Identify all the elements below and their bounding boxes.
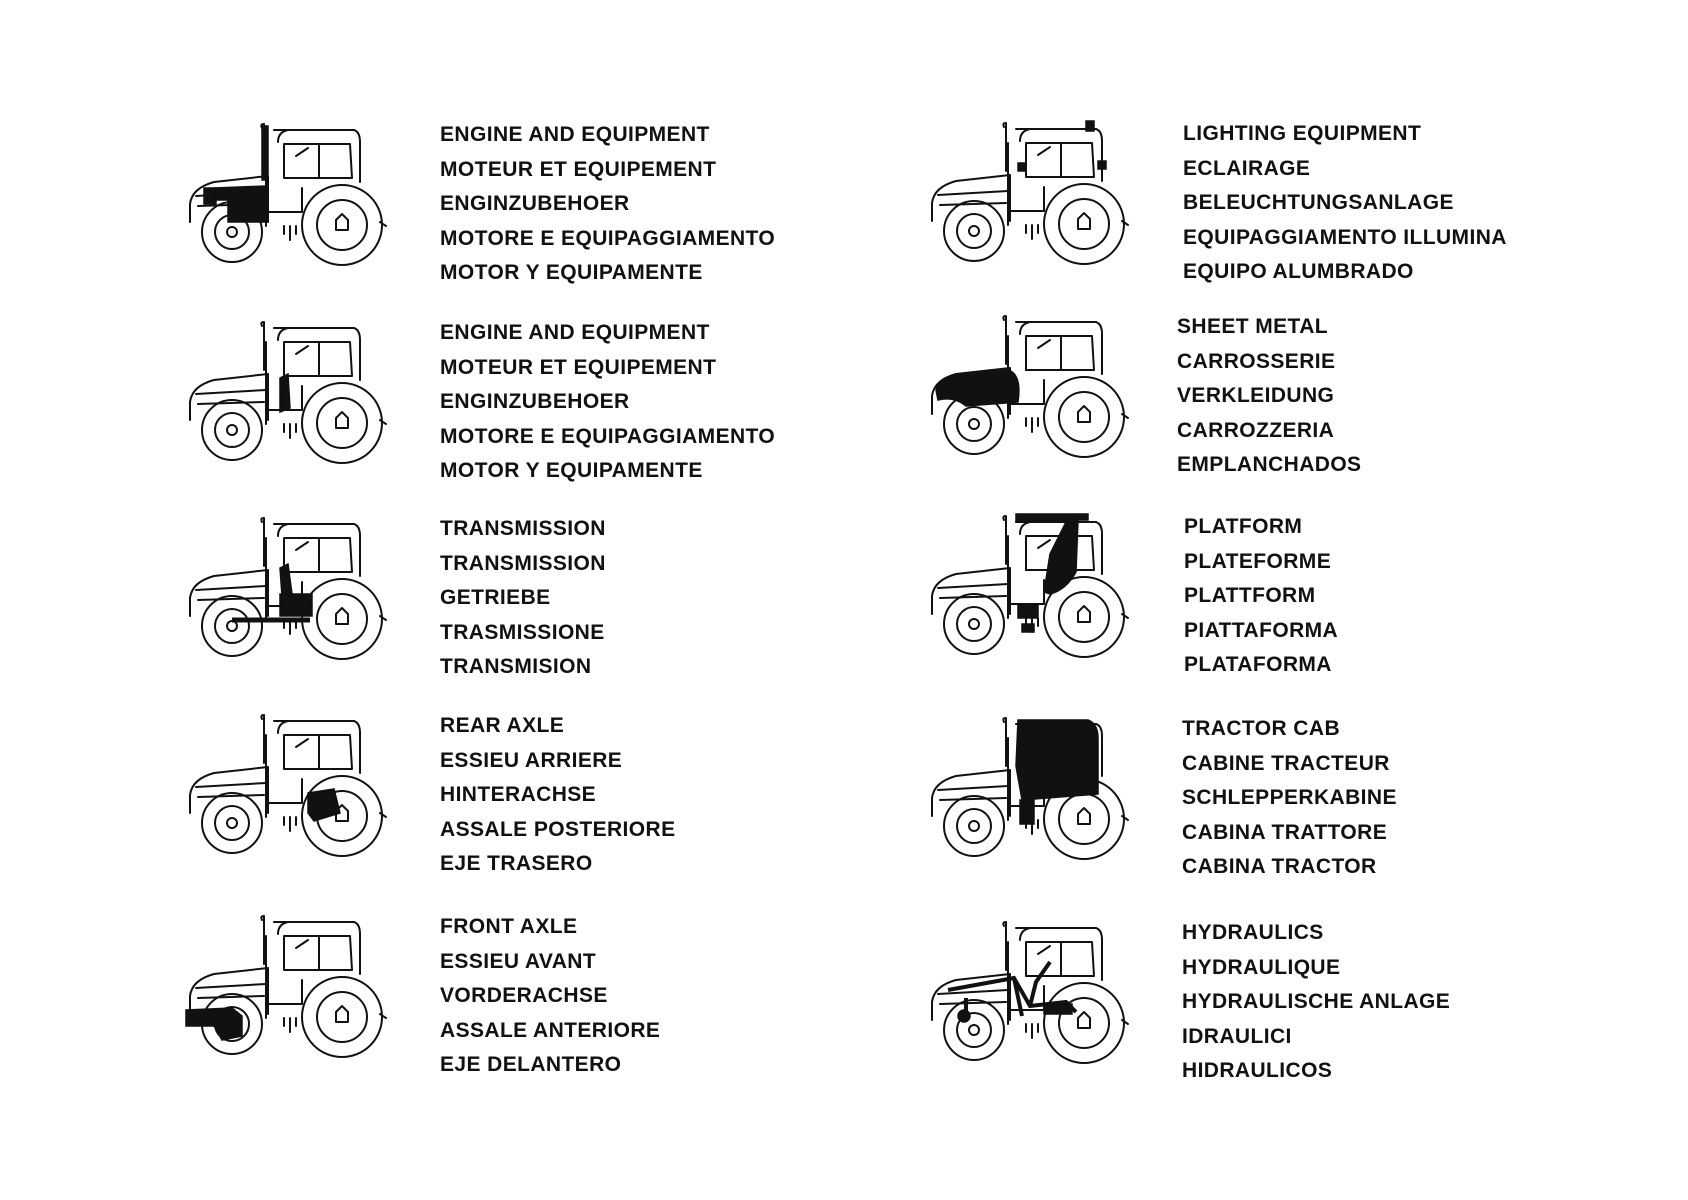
tractor-sheet-metal-icon [922,310,1142,460]
tractor-engine-icon [180,118,400,268]
label-en: TRANSMISSION [440,517,606,540]
label-it: ASSALE POSTERIORE [440,817,676,841]
label-en: HYDRAULICS [1182,921,1324,944]
label-fr: ESSIEU AVANT [440,949,597,973]
label-list: ENGINE AND EQUIPMENT MOTEUR ET EQUIPEMEN… [440,118,775,291]
label-it: EQUIPAGGIAMENTO ILLUMINA [1183,225,1507,249]
label-it: CABINA TRATTORE [1182,820,1388,844]
tractor-hydraulics-icon [922,916,1142,1066]
label-en: PLATFORM [1184,515,1303,538]
label-fr: MOTEUR ET EQUIPEMENT [440,157,717,181]
tractor-lighting-icon [922,117,1142,267]
label-fr: TRANSMISSION [440,551,606,575]
label-de: PLATTFORM [1184,584,1316,607]
label-de: ENGINZUBEHOER [440,192,630,215]
label-list: FRONT AXLE ESSIEU AVANT VORDERACHSE ASSA… [440,910,660,1083]
section-platform: PLATFORM PLATEFORME PLATTFORM PIATTAFORM… [922,510,1688,685]
label-fr: CARROSSERIE [1177,349,1336,373]
label-list: REAR AXLE ESSIEU ARRIERE HINTERACHSE ASS… [440,709,676,882]
label-es: EMPLANCHADOS [1177,453,1362,476]
tractor-engine-accessory-icon [180,316,400,466]
label-fr: PLATEFORME [1184,549,1332,573]
label-it: MOTORE E EQUIPAGGIAMENTO [440,424,776,448]
label-es: HIDRAULICOS [1182,1059,1333,1082]
label-de: SCHLEPPERKABINE [1182,786,1397,809]
label-list: LIGHTING EQUIPMENT ECLAIRAGE BELEUCHTUNG… [1183,117,1507,290]
tractor-svg [189,517,387,660]
label-fr: CABINE TRACTEUR [1182,751,1390,775]
section-front-axle: FRONT AXLE ESSIEU AVANT VORDERACHSE ASSA… [180,910,980,1085]
label-en: TRACTOR CAB [1182,717,1341,740]
tractor-svg [189,714,387,857]
label-it: CARROZZERIA [1177,418,1335,442]
label-fr: MOTEUR ET EQUIPEMENT [440,355,717,379]
label-es: EQUIPO ALUMBRADO [1183,260,1414,283]
label-de: HYDRAULISCHE ANLAGE [1182,990,1451,1013]
tractor-cab-icon [922,712,1142,862]
section-rear-axle: REAR AXLE ESSIEU ARRIERE HINTERACHSE ASS… [180,709,980,884]
label-it: ASSALE ANTERIORE [440,1018,661,1042]
section-lighting-equipment: LIGHTING EQUIPMENT ECLAIRAGE BELEUCHTUNG… [922,117,1688,292]
label-fr: ESSIEU ARRIERE [440,748,623,772]
section-transmission: TRANSMISSION TRANSMISSION GETRIEBE TRASM… [180,512,980,687]
label-en: REAR AXLE [440,714,565,737]
label-es: MOTOR Y EQUIPAMENTE [440,459,703,482]
tractor-svg [931,513,1129,658]
label-de: HINTERACHSE [440,783,597,806]
tractor-transmission-icon [180,512,400,662]
tractor-svg [189,321,387,464]
label-de: VERKLEIDUNG [1177,384,1335,407]
label-fr: ECLAIRAGE [1183,156,1311,180]
section-engine-and-equipment-2: ENGINE AND EQUIPMENT MOTEUR ET EQUIPEMEN… [180,316,980,491]
label-it: IDRAULICI [1182,1024,1292,1048]
tractor-svg [189,123,387,266]
label-it: PIATTAFORMA [1184,618,1339,642]
tractor-front-axle-icon [180,910,400,1060]
section-engine-and-equipment-1: ENGINE AND EQUIPMENT MOTEUR ET EQUIPEMEN… [180,118,980,293]
label-es: EJE DELANTERO [440,1053,622,1076]
label-en: SHEET METAL [1177,315,1329,338]
tractor-platform-icon [922,510,1142,660]
label-es: CABINA TRACTOR [1182,855,1377,878]
section-sheet-metal: SHEET METAL CARROSSERIE VERKLEIDUNG CARR… [922,310,1688,485]
label-fr: HYDRAULIQUE [1182,955,1341,979]
tractor-svg [185,915,387,1058]
label-en: LIGHTING EQUIPMENT [1183,122,1422,145]
label-de: GETRIEBE [440,586,551,609]
tractor-svg [931,921,1129,1064]
label-list: ENGINE AND EQUIPMENT MOTEUR ET EQUIPEMEN… [440,316,775,489]
label-list: HYDRAULICS HYDRAULIQUE HYDRAULISCHE ANLA… [1182,916,1450,1089]
label-it: MOTORE E EQUIPAGGIAMENTO [440,226,776,250]
label-es: MOTOR Y EQUIPAMENTE [440,261,703,284]
label-list: SHEET METAL CARROSSERIE VERKLEIDUNG CARR… [1177,310,1361,483]
label-list: TRACTOR CAB CABINE TRACTEUR SCHLEPPERKAB… [1182,712,1397,885]
section-hydraulics: HYDRAULICS HYDRAULIQUE HYDRAULISCHE ANLA… [922,916,1688,1091]
tractor-rear-axle-icon [180,709,400,859]
tractor-svg [931,315,1129,458]
label-en: FRONT AXLE [440,915,578,938]
label-en: ENGINE AND EQUIPMENT [440,123,710,146]
label-de: BELEUCHTUNGSANLAGE [1183,191,1454,214]
tractor-svg [931,717,1129,860]
label-es: PLATAFORMA [1184,653,1332,676]
label-de: ENGINZUBEHOER [440,390,630,413]
label-list: PLATFORM PLATEFORME PLATTFORM PIATTAFORM… [1184,510,1338,683]
label-de: VORDERACHSE [440,984,608,1007]
tractor-svg [931,120,1129,265]
label-en: ENGINE AND EQUIPMENT [440,321,710,344]
label-list: TRANSMISSION TRANSMISSION GETRIEBE TRASM… [440,512,606,685]
label-it: TRASMISSIONE [440,620,605,644]
label-es: TRANSMISION [440,655,592,678]
label-es: EJE TRASERO [440,852,593,875]
section-tractor-cab: TRACTOR CAB CABINE TRACTEUR SCHLEPPERKAB… [922,712,1688,887]
